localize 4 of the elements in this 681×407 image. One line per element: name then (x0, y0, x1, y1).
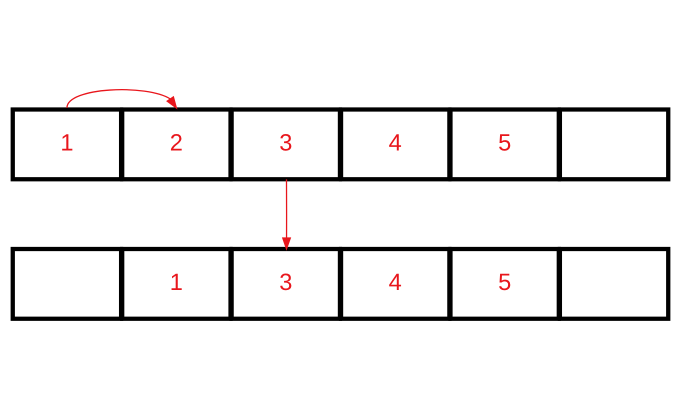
node-box (558, 106, 670, 181)
arrow (282, 178, 292, 250)
node-box (558, 246, 670, 320)
arrow (66, 88, 178, 109)
